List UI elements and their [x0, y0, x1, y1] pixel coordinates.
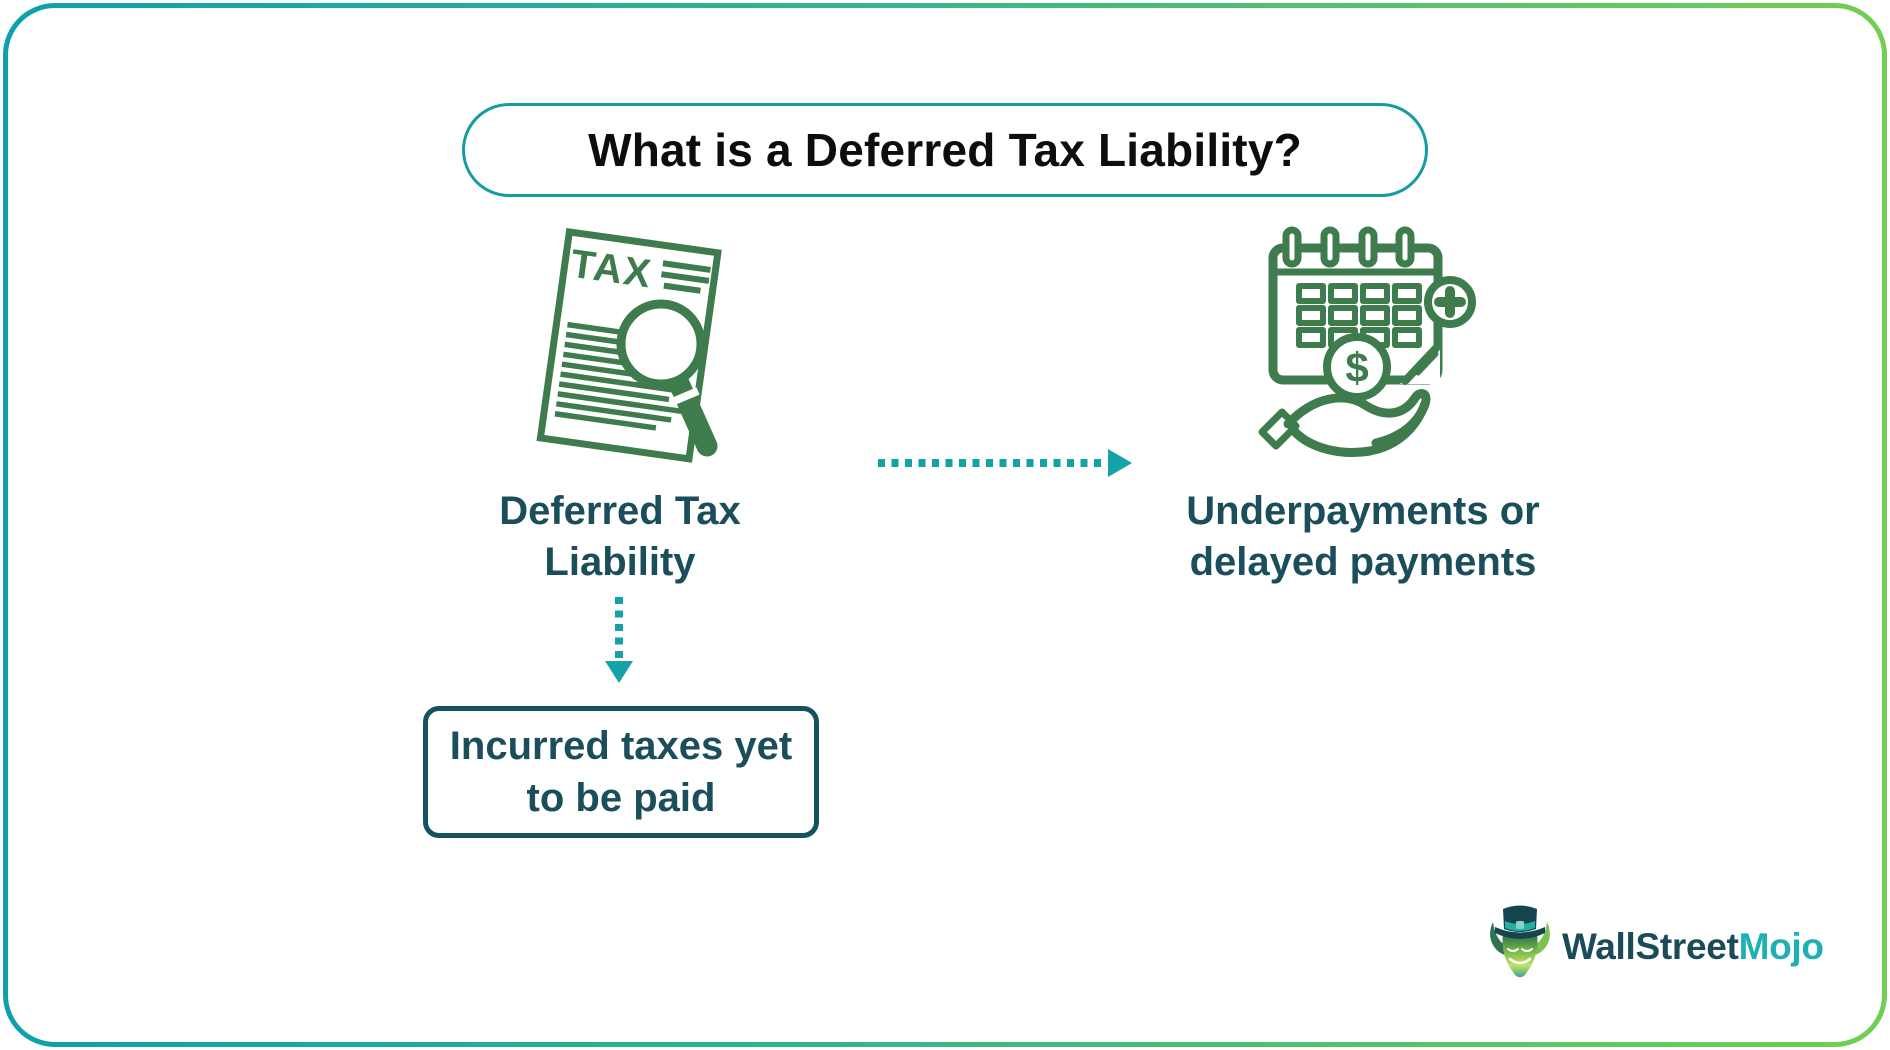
page-curl-icon [1401, 342, 1442, 385]
magnifier-handle [667, 370, 718, 457]
definition-box: Incurred taxes yet to be paid [423, 706, 819, 838]
title-pill: What is a Deferred Tax Liability? [462, 103, 1428, 197]
magnifier-lens [616, 299, 706, 389]
wallstreetmojo-logo: WallStreetMojo [1486, 904, 1824, 986]
dotted-arrow-right [878, 459, 1106, 467]
calendar-rings [1282, 226, 1415, 268]
plus-badge-icon [1424, 276, 1476, 328]
magnifier-handle-band [670, 387, 700, 406]
dollar-coin-icon: $ [1323, 333, 1391, 401]
logo-wordmark: WallStreetMojo [1562, 926, 1824, 968]
source-node-label: Deferred Tax Liability [499, 489, 741, 585]
result-node-label: Underpayments or delayed payments [1186, 489, 1540, 585]
tax-document-magnifier-icon: TAX [536, 228, 722, 463]
dotted-arrow-right-head-icon [1108, 449, 1132, 477]
definition-box-label: Incurred taxes yet to be paid [449, 724, 793, 820]
logo-text-secondary: Mojo [1738, 926, 1824, 967]
logo-text-primary: WallStreet [1562, 926, 1739, 967]
dotted-arrow-down [615, 597, 623, 659]
calendar-money-hand-icon: $ [1258, 226, 1476, 457]
coin-symbol: $ [1345, 344, 1368, 391]
bull-top-hat-icon [1490, 905, 1550, 978]
open-hand-icon [1258, 389, 1431, 457]
calendar-grid [1296, 283, 1422, 348]
tax-document-label: TAX [568, 242, 655, 297]
page-title: What is a Deferred Tax Liability? [588, 124, 1302, 176]
dotted-arrow-down-head-icon [605, 661, 633, 683]
